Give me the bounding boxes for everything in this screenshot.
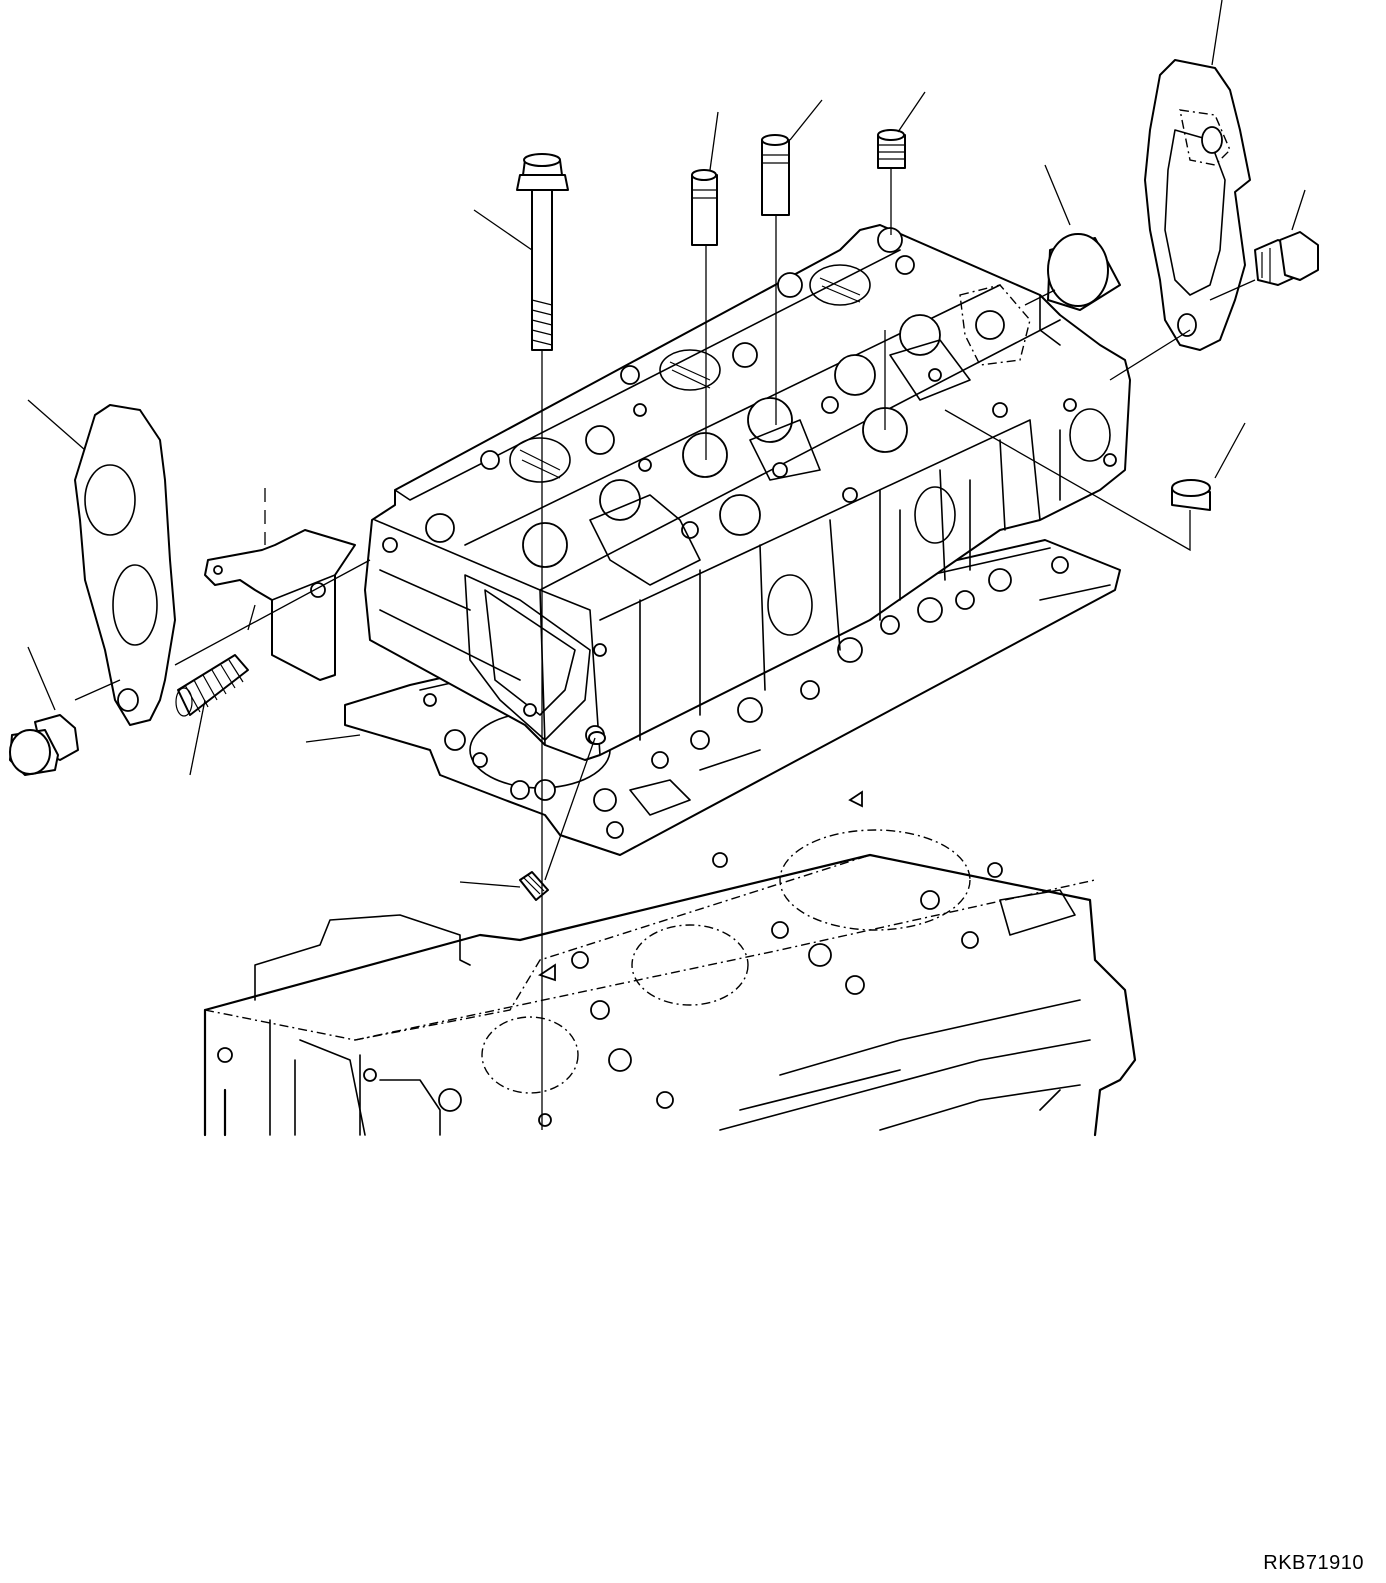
banjo-bolt-right: [1255, 232, 1318, 285]
cylinder-head: [365, 225, 1130, 760]
spring-left: [176, 655, 248, 716]
dowel-pin-bottom: [520, 872, 548, 900]
head-gasket: [345, 540, 1120, 855]
threaded-plug-top: [878, 130, 905, 168]
dowel-pin-gasket: [589, 732, 605, 744]
cylinder-block: [205, 792, 1135, 1135]
drawing-code: RKB71910: [1263, 1552, 1364, 1574]
cover-gasket-left: [75, 405, 175, 725]
expansion-plug-large: [1048, 234, 1120, 310]
bracket-plate: [205, 530, 355, 680]
head-bolt: [517, 154, 568, 350]
banjo-bolt-left: [10, 715, 78, 775]
expansion-plug-small: [1172, 480, 1210, 510]
alignment-lines: [75, 168, 1255, 1130]
valve-guide-left: [692, 170, 717, 245]
cover-gasket-right: [1145, 60, 1250, 350]
callout-leaders: [28, 0, 1305, 887]
valve-guide-right: [762, 135, 789, 215]
